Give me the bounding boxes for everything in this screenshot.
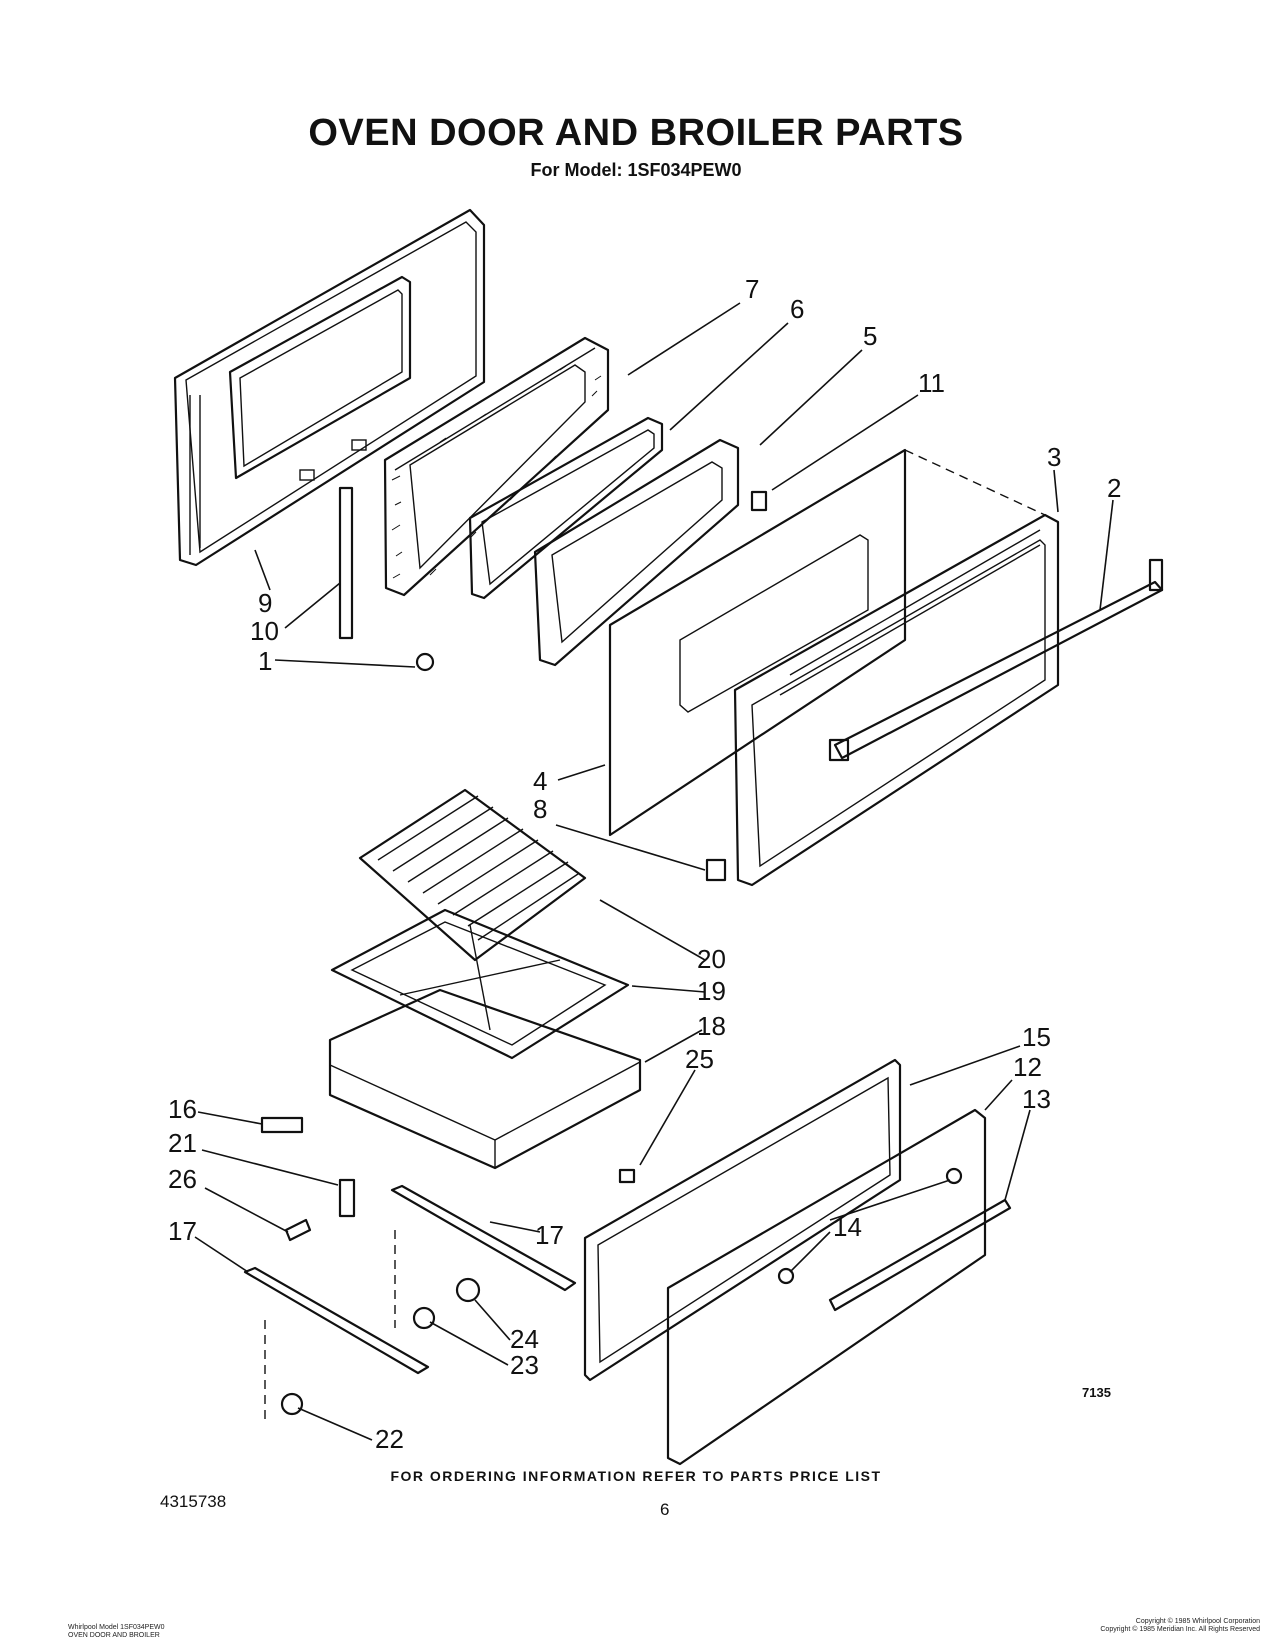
callout-21: 21 xyxy=(168,1128,197,1158)
callout-17-upper: 17 xyxy=(535,1220,564,1250)
drawing-code: 7135 xyxy=(1082,1385,1111,1400)
callout-24: 24 xyxy=(510,1324,539,1354)
callout-10: 10 xyxy=(250,616,279,646)
callout-6: 6 xyxy=(790,294,804,324)
drawer-panel xyxy=(583,1058,902,1382)
callout-11: 11 xyxy=(918,368,945,398)
callout-22: 22 xyxy=(375,1424,404,1454)
fine-print-left-line: Whirlpool Model 1SF034PEW0 xyxy=(68,1624,165,1631)
callout-labels: 7 6 5 11 3 2 9 10 1 4 8 20 19 18 25 15 1… xyxy=(168,274,1121,1454)
callout-16: 16 xyxy=(168,1094,197,1124)
knob-22 xyxy=(280,1392,304,1416)
callout-2: 2 xyxy=(1107,473,1121,503)
callout-12: 12 xyxy=(1013,1052,1042,1082)
clip-25 xyxy=(618,1168,636,1184)
callout-3: 3 xyxy=(1047,442,1061,472)
callout-23: 23 xyxy=(510,1350,539,1380)
knob-23 xyxy=(412,1306,436,1330)
broiler-drawer xyxy=(328,988,642,1170)
door-liner xyxy=(733,449,1060,887)
bracket xyxy=(338,1178,356,1218)
callout-17-lower: 17 xyxy=(168,1216,197,1246)
fine-print-right-line: Copyright © 1985 Meridian Inc. All Right… xyxy=(1100,1626,1260,1633)
callout-9: 9 xyxy=(258,588,272,618)
callout-7: 7 xyxy=(745,274,759,304)
callout-4: 4 xyxy=(533,766,547,796)
callout-14: 14 xyxy=(833,1212,862,1242)
screw xyxy=(415,652,435,672)
inner-door-glass xyxy=(608,448,907,837)
window-frame xyxy=(533,438,740,667)
ordering-note: FOR ORDERING INFORMATION REFER TO PARTS … xyxy=(390,1468,882,1484)
knob-24 xyxy=(455,1277,481,1303)
callout-leaders xyxy=(194,302,1114,1441)
page-title: OVEN DOOR AND BROILER PARTS xyxy=(308,112,964,154)
page-number: 6 xyxy=(660,1500,670,1519)
document-number: 4315738 xyxy=(160,1492,227,1511)
fine-print-right-line: Copyright © 1985 Whirlpool Corporation xyxy=(1135,1618,1260,1625)
callout-13: 13 xyxy=(1022,1084,1051,1114)
glass-pack xyxy=(468,416,664,600)
door-handle xyxy=(828,558,1164,762)
outer-door-frame xyxy=(173,208,486,567)
broiler-grid xyxy=(358,788,587,962)
callout-5: 5 xyxy=(863,321,877,351)
broiler-pan xyxy=(330,908,630,1060)
callout-1: 1 xyxy=(258,646,272,676)
fine-print-right: Copyright © 1985 Whirlpool Corporation C… xyxy=(1100,1618,1260,1634)
callout-20: 20 xyxy=(697,944,726,974)
hinge-bracket xyxy=(705,858,727,882)
channel-upper xyxy=(390,1184,577,1292)
channel-lower xyxy=(243,1266,430,1375)
callout-19: 19 xyxy=(697,976,726,1006)
door-side-trim xyxy=(338,486,354,640)
clip xyxy=(750,490,768,512)
door-insulation xyxy=(383,336,610,597)
fine-print-left: Whirlpool Model 1SF034PEW0 OVEN DOOR AND… xyxy=(68,1624,165,1640)
model-subtitle: For Model: 1SF034PEW0 xyxy=(530,160,742,180)
broiler-door xyxy=(666,1108,1012,1466)
callout-8: 8 xyxy=(533,794,547,824)
callout-15: 15 xyxy=(1022,1022,1051,1052)
screw-26 xyxy=(284,1218,312,1242)
spacer xyxy=(260,1116,304,1134)
callout-26: 26 xyxy=(168,1164,197,1194)
fine-print-left-line: OVEN DOOR AND BROILER xyxy=(68,1632,160,1639)
callout-18: 18 xyxy=(697,1011,726,1041)
callout-25: 25 xyxy=(685,1044,714,1074)
